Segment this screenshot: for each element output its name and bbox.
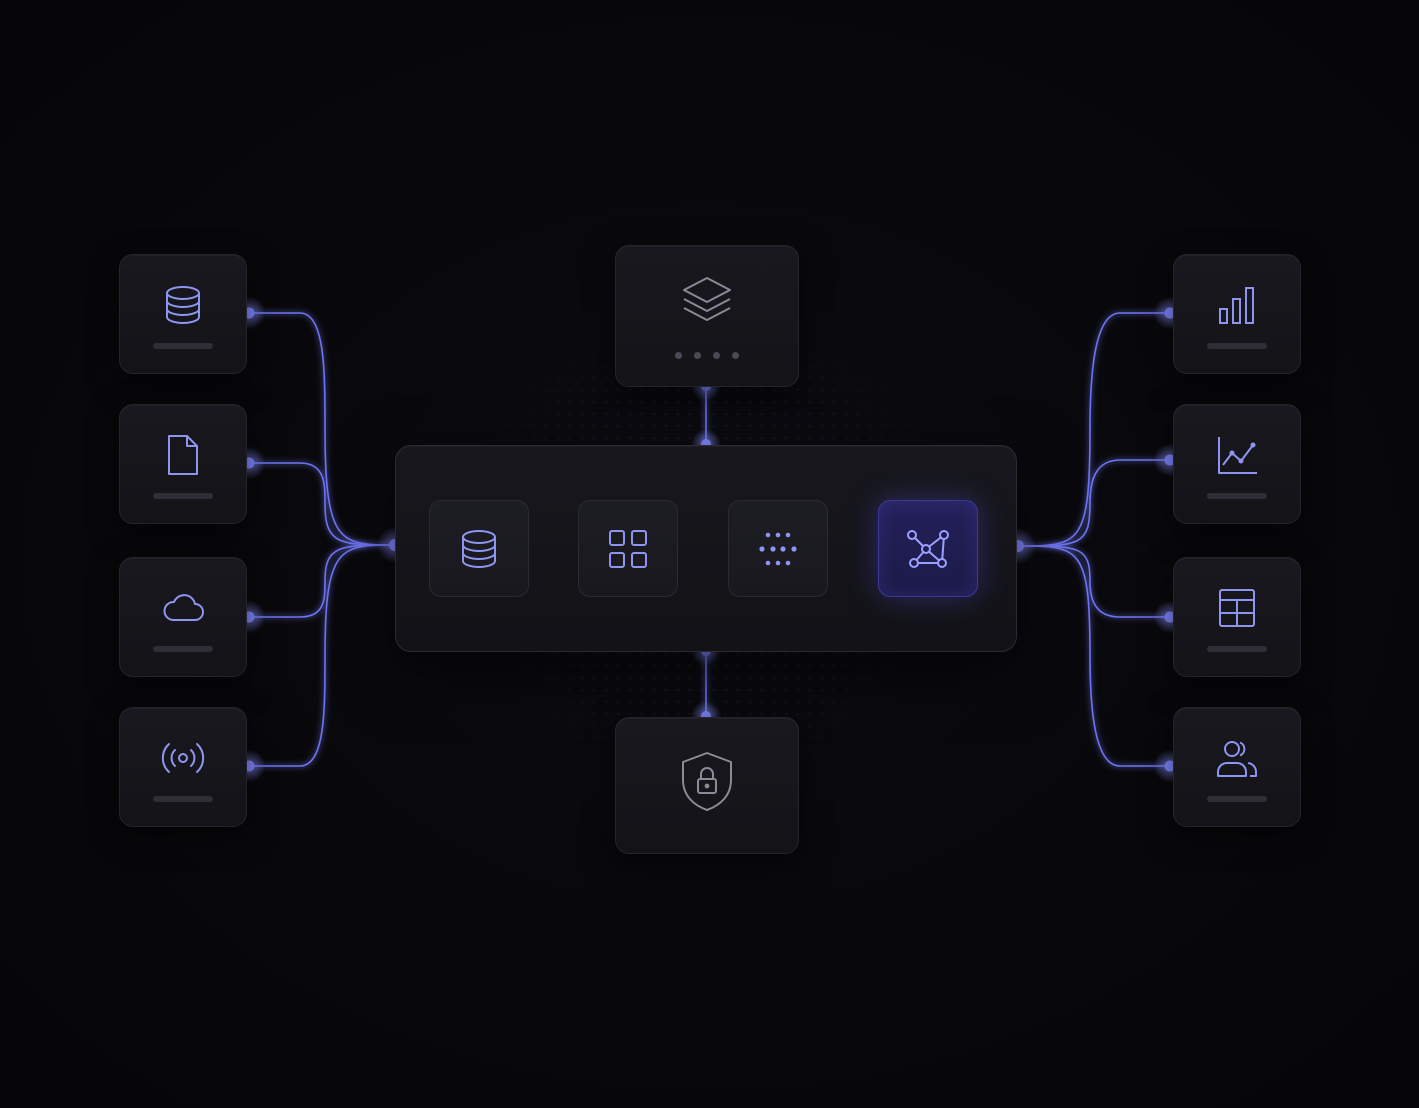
pagination-dot (732, 352, 739, 359)
security-module-card[interactable] (615, 717, 799, 854)
output-connector-line-chart (1017, 459, 1170, 547)
placeholder-bar (153, 493, 213, 499)
stage-model[interactable] (878, 500, 978, 597)
output-card-bar-chart[interactable] (1173, 254, 1301, 374)
output-port-line-chart (1164, 454, 1176, 466)
pagination-dot (694, 352, 701, 359)
output-port-users (1164, 760, 1176, 772)
document-icon (168, 435, 198, 475)
source-card-database[interactable] (119, 254, 247, 374)
placeholder-bar (1207, 343, 1267, 349)
pipeline-hub (395, 445, 1017, 652)
cloud-icon (163, 594, 204, 621)
placeholder-bar (153, 343, 213, 349)
source-card-document[interactable] (119, 404, 247, 524)
placeholder-bar (1207, 796, 1267, 802)
pagination-dot (713, 352, 720, 359)
stage-ingest[interactable] (429, 500, 529, 597)
pagination-dot (675, 352, 682, 359)
layers-icon (683, 277, 731, 321)
source-connector-document (249, 462, 396, 546)
users-icon (1217, 741, 1258, 777)
table-icon (1219, 589, 1255, 627)
database-icon (462, 530, 496, 569)
output-port-bar-chart (1164, 307, 1176, 319)
placeholder-bar (1207, 646, 1267, 652)
layers-module-card[interactable] (615, 245, 799, 387)
shield-lock-icon (682, 752, 732, 811)
output-card-users[interactable] (1173, 707, 1301, 827)
broadcast-icon (161, 743, 205, 773)
source-connector-cloud (249, 544, 396, 618)
output-connector-table (1017, 545, 1170, 618)
line-chart-icon (1218, 437, 1257, 474)
placeholder-bar (1207, 493, 1267, 499)
output-card-table[interactable] (1173, 557, 1301, 677)
output-card-line-chart[interactable] (1173, 404, 1301, 524)
dots-icon (759, 532, 797, 566)
grid-icon (609, 530, 647, 568)
network-icon (907, 530, 949, 568)
output-connector-bar-chart (1017, 312, 1170, 547)
bar-chart-icon (1219, 287, 1254, 324)
output-connector-users (1017, 545, 1170, 767)
stage-process[interactable] (728, 500, 828, 597)
placeholder-bar (153, 646, 213, 652)
database-icon (166, 286, 200, 325)
source-connector-database (249, 312, 396, 546)
pagination-dots (675, 352, 739, 360)
source-card-stream[interactable] (119, 707, 247, 827)
placeholder-bar (153, 796, 213, 802)
source-card-cloud[interactable] (119, 557, 247, 677)
source-connector-stream (249, 544, 396, 767)
stage-organize[interactable] (578, 500, 678, 597)
output-port-table (1164, 611, 1176, 623)
